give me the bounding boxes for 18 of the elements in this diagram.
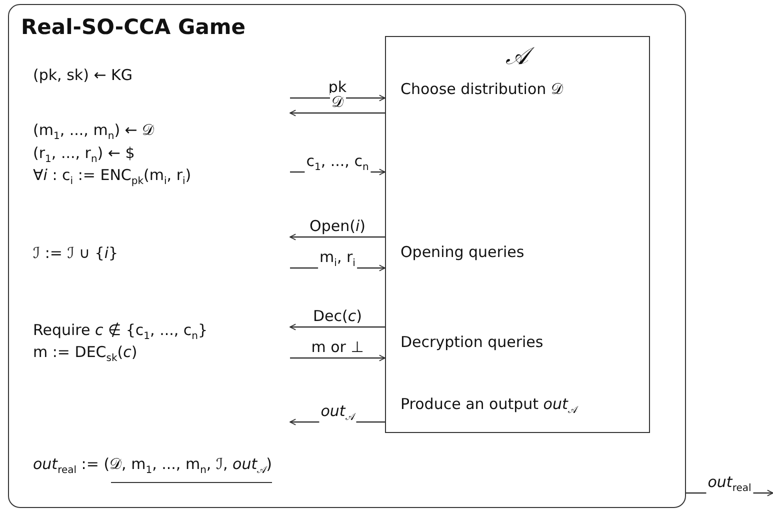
game-title: Real-SO-CCA Game xyxy=(21,15,246,39)
adversary-step: Choose distribution 𝒟 xyxy=(400,80,563,98)
game-step: ∀i : c$_{i}$ := ENC$_{pk}$(m$_{i}$, r$_{i}$) xyxy=(33,166,192,191)
adversary-name: 𝒜 xyxy=(386,42,648,68)
game-step: (r$_{1}$, ..., r$_{n}$) ← $ xyxy=(33,144,135,169)
adversary-step: Decryption queries xyxy=(400,332,544,350)
adversary-box xyxy=(384,36,650,432)
game-output: out$_{real}$ := (𝒟, m$_{1}$, ..., m$_{n}$, ℐ, out$_{𝒜}$) xyxy=(33,455,272,483)
game-step: ℐ := ℐ ∪ {i} xyxy=(33,244,118,262)
edge-label: Open(i) xyxy=(308,217,368,235)
game-step: (m$_{1}$, ..., m$_{n}$) ← 𝒟 xyxy=(33,121,154,146)
adversary-step: Produce an output out$_{𝒜}$ xyxy=(400,394,577,420)
edge-label: Dec(c) xyxy=(311,307,364,325)
game-step: Require c ∉ {c$_{1}$, ..., c$_{n}$} xyxy=(33,321,208,346)
game-frame xyxy=(8,4,686,508)
game-step: (pk, sk) ← KG xyxy=(33,66,133,84)
adversary-step: Opening queries xyxy=(400,242,524,260)
game-step: m := DEC$_{sk}$(c) xyxy=(33,343,138,368)
